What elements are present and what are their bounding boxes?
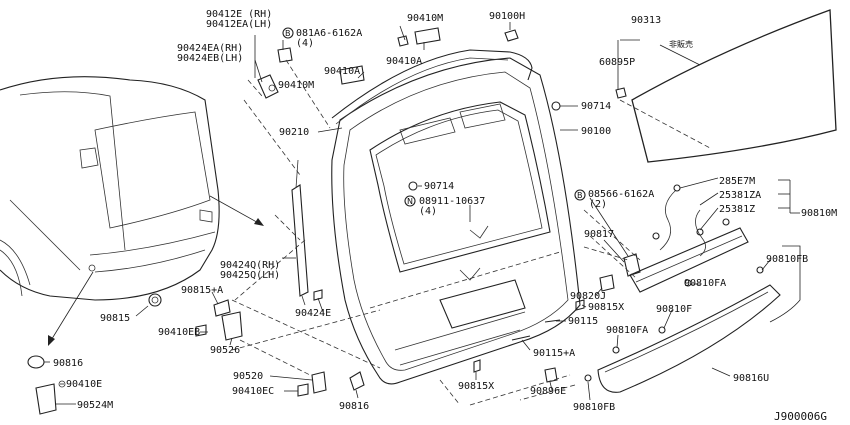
rear-spoiler — [629, 227, 749, 293]
bolt-marker-2 — [574, 189, 586, 201]
label-90410a-top: 90410A — [386, 56, 422, 67]
bolt-marker-2-letter: B — [577, 191, 583, 200]
label-90210: 90210 — [279, 127, 309, 138]
label-90524m: 90524M — [77, 400, 113, 411]
label-08566-6162a: 08566-6162A — [588, 189, 654, 200]
label-90100h: 90100H — [489, 11, 525, 22]
label-25381z: 25381Z — [719, 204, 755, 215]
nut-marker-letter: N — [407, 197, 413, 206]
label-90410m-top: 90410M — [407, 13, 443, 24]
diagram-code: J900006G — [774, 410, 827, 423]
label-90412e: 90412E (RH) — [206, 9, 272, 20]
leader-lines — [44, 22, 801, 405]
gas-stay — [291, 159, 309, 306]
part-labels: 90412E (RH) 90412EA(LH) 90424EA(RH) 9042… — [53, 9, 837, 423]
label-90810fb-low: 90810FB — [573, 402, 615, 413]
label-90313: 90313 — [631, 15, 661, 26]
small-parts — [27, 27, 764, 415]
label-90410a-mid: 90410A — [324, 66, 360, 77]
weatherstrip — [331, 49, 533, 119]
label-90412ea: 90412EA(LH) — [206, 19, 272, 30]
label-90424q: 90424Q(RH) — [220, 260, 280, 271]
nut-marker — [404, 195, 416, 207]
back-door-panel — [331, 57, 581, 385]
label-90424e: 90424E — [295, 308, 331, 319]
vehicle-rear-body — [0, 76, 220, 301]
label-90410ec: 90410EC — [232, 386, 274, 397]
label-90815x-low: 90815X — [458, 381, 494, 392]
label-90815x-mid: 90815X — [588, 302, 624, 313]
label-90810fa-top: 90810FA — [684, 278, 726, 289]
label-90714-mid: 90714 — [424, 181, 454, 192]
label-90815: 90815 — [100, 313, 130, 324]
label-08911-10637: 08911-10637 — [419, 196, 485, 207]
label-90817: 90817 — [584, 229, 614, 240]
label-081a6-6162a: 081A6-6162A — [296, 28, 362, 39]
vehicle-arrow-down — [49, 271, 94, 343]
label-285e7m: 285E7M — [719, 176, 755, 187]
label-90526: 90526 — [210, 345, 240, 356]
label-bolt-qty: (4) — [296, 38, 314, 49]
vehicle-arrow — [209, 195, 263, 226]
rear-window-glass — [631, 9, 837, 163]
label-90816u: 90816U — [733, 373, 769, 384]
label-90815a: 90815+A — [181, 285, 223, 296]
label-90410eb: 90410EB — [158, 327, 200, 338]
bolt-marker-letter: B — [285, 29, 291, 38]
back-door-finisher — [597, 284, 781, 393]
label-90810m: 90810M — [801, 208, 837, 219]
label-nut-qty: (4) — [419, 206, 437, 217]
label-bolt-2-qty: (2) — [589, 199, 607, 210]
arrowhead-down — [48, 335, 55, 346]
label-90810fb-top: 90810FB — [766, 254, 808, 265]
label-90810fa-low: 90810FA — [606, 325, 648, 336]
label-90424ea: 90424EA(RH) — [177, 43, 243, 54]
projection-lines — [231, 59, 711, 406]
label-90115: 90115 — [568, 316, 598, 327]
label-90896e: 90896E — [530, 386, 566, 397]
label-not-for-sale: 非販売 — [669, 39, 693, 49]
label-90520: 90520 — [233, 371, 263, 382]
label-90714-top: 90714 — [581, 101, 611, 112]
label-60895p: 60895P — [599, 57, 635, 68]
arrowhead — [254, 218, 264, 226]
weatherstrip-inner — [335, 57, 509, 125]
label-90410m-mid: 90410M — [278, 80, 314, 91]
label-90816-left: 90816 — [53, 358, 83, 369]
label-90810f: 90810F — [656, 304, 692, 315]
label-90820j: 90820J — [570, 291, 606, 302]
label-90425q: 90425Q(LH) — [220, 270, 280, 281]
bolt-marker — [282, 27, 294, 39]
label-90100: 90100 — [581, 126, 611, 137]
label-90115a: 90115+A — [533, 348, 575, 359]
label-90410e: 90410E — [66, 379, 102, 390]
label-25381za: 25381ZA — [719, 190, 761, 201]
label-90816-mid: 90816 — [339, 401, 369, 412]
label-90424eb: 90424EB(LH) — [177, 53, 243, 64]
